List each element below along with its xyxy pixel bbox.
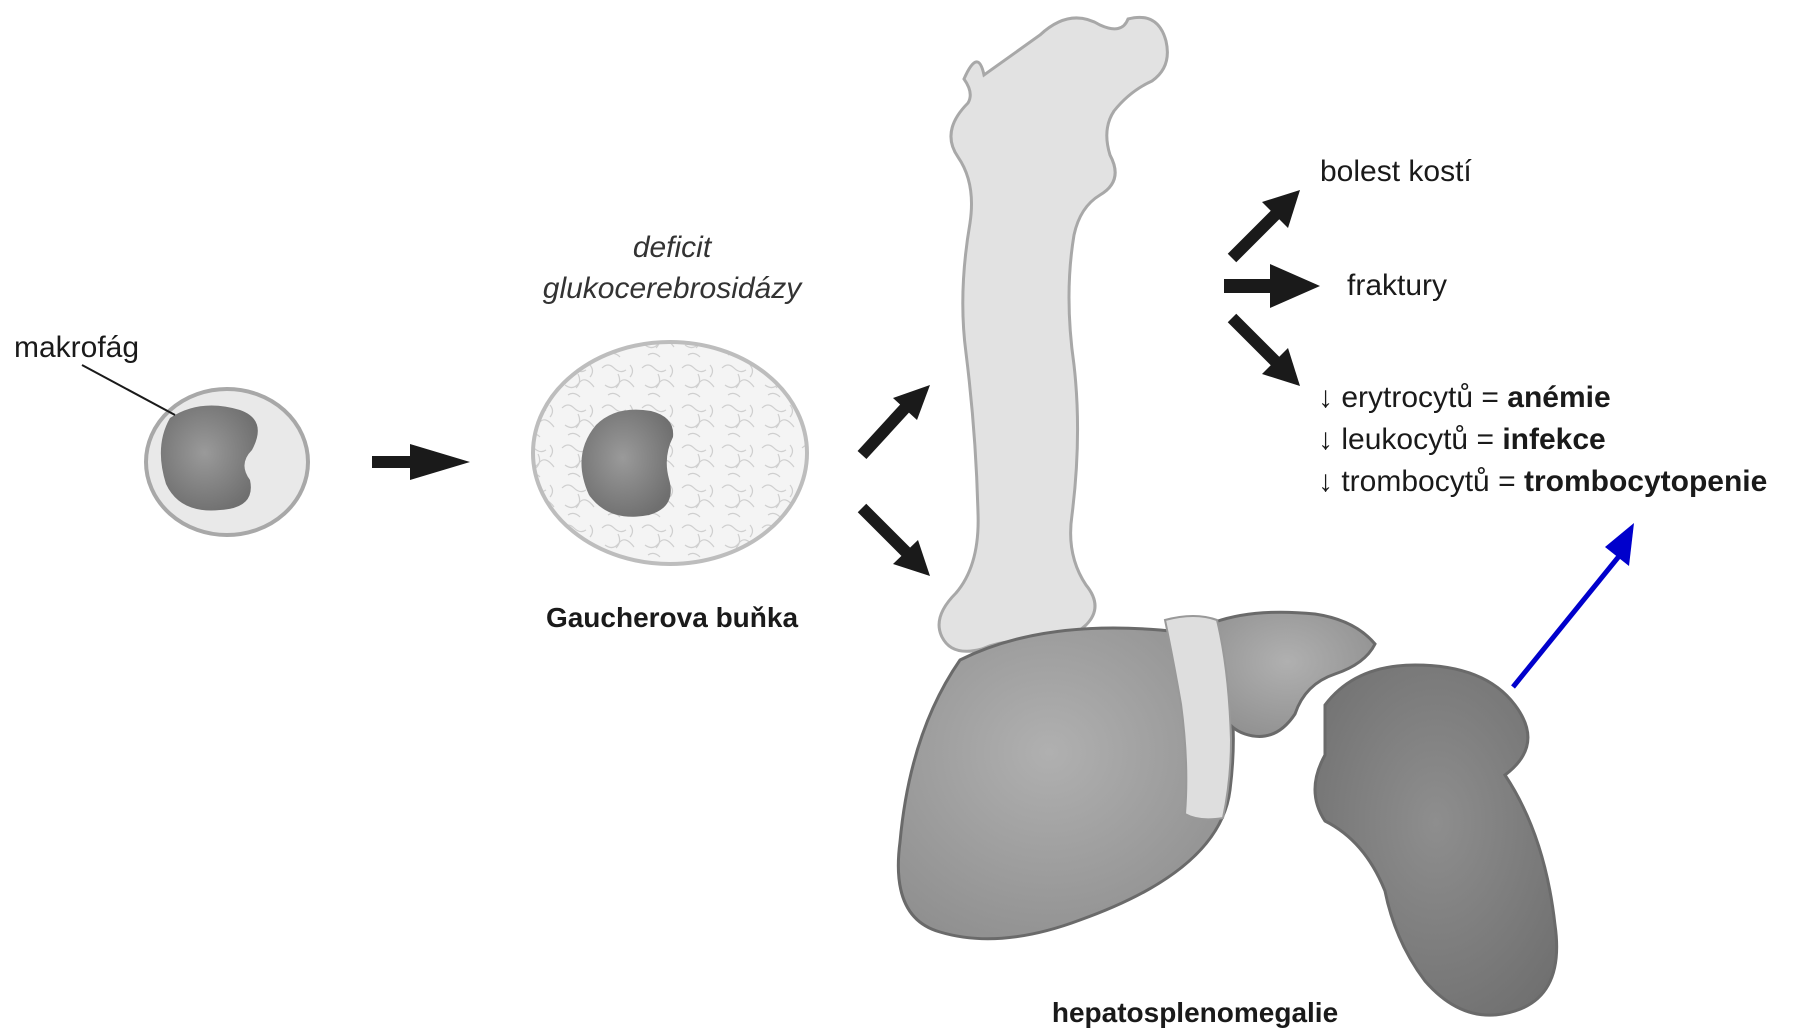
- equals-sign: =: [1481, 381, 1499, 414]
- highlight-arrow: [1513, 523, 1634, 687]
- label-fractures: fraktury: [1347, 271, 1447, 301]
- liver-spleen: [898, 612, 1556, 1015]
- label-deficit-1: deficit: [633, 233, 711, 263]
- arrow-to-bone: [862, 385, 930, 455]
- blood-effect-row: ↓ trombocytů = trombocytopenie: [1318, 467, 1767, 497]
- femur-bone: [939, 17, 1167, 651]
- arrow-fractures: [1224, 264, 1320, 308]
- macrophage-cell: [146, 389, 308, 535]
- blood-term: trombocytů: [1341, 465, 1489, 498]
- label-bone-pain: bolest kostí: [1320, 157, 1472, 187]
- down-arrow-glyph: ↓: [1318, 423, 1333, 456]
- label-macrophage: makrofág: [14, 333, 139, 363]
- label-deficit-2: glukocerebrosidázy: [543, 274, 801, 304]
- blood-effect-row: ↓ erytrocytů = anémie: [1318, 383, 1611, 413]
- blood-result: trombocytopenie: [1524, 465, 1767, 498]
- blood-effect-row: ↓ leukocytů = infekce: [1318, 425, 1606, 455]
- arrow-bone-pain: [1232, 190, 1300, 258]
- equals-sign: =: [1476, 423, 1494, 456]
- blood-term: erytrocytů: [1341, 381, 1473, 414]
- arrow-blood: [1232, 318, 1300, 386]
- label-hepatosplenomegaly: hepatosplenomegalie: [1052, 999, 1338, 1027]
- gaucher-cell: [533, 342, 807, 564]
- down-arrow-glyph: ↓: [1318, 465, 1333, 498]
- label-gaucher-cell: Gaucherova buňka: [546, 604, 798, 632]
- macrophage-pointer: [82, 365, 175, 415]
- arrow-right-1: [372, 444, 470, 480]
- blood-term: leukocytů: [1341, 423, 1468, 456]
- down-arrow-glyph: ↓: [1318, 381, 1333, 414]
- blood-result: infekce: [1502, 423, 1605, 456]
- equals-sign: =: [1498, 465, 1516, 498]
- blood-result: anémie: [1507, 381, 1610, 414]
- arrow-to-organs: [862, 508, 930, 576]
